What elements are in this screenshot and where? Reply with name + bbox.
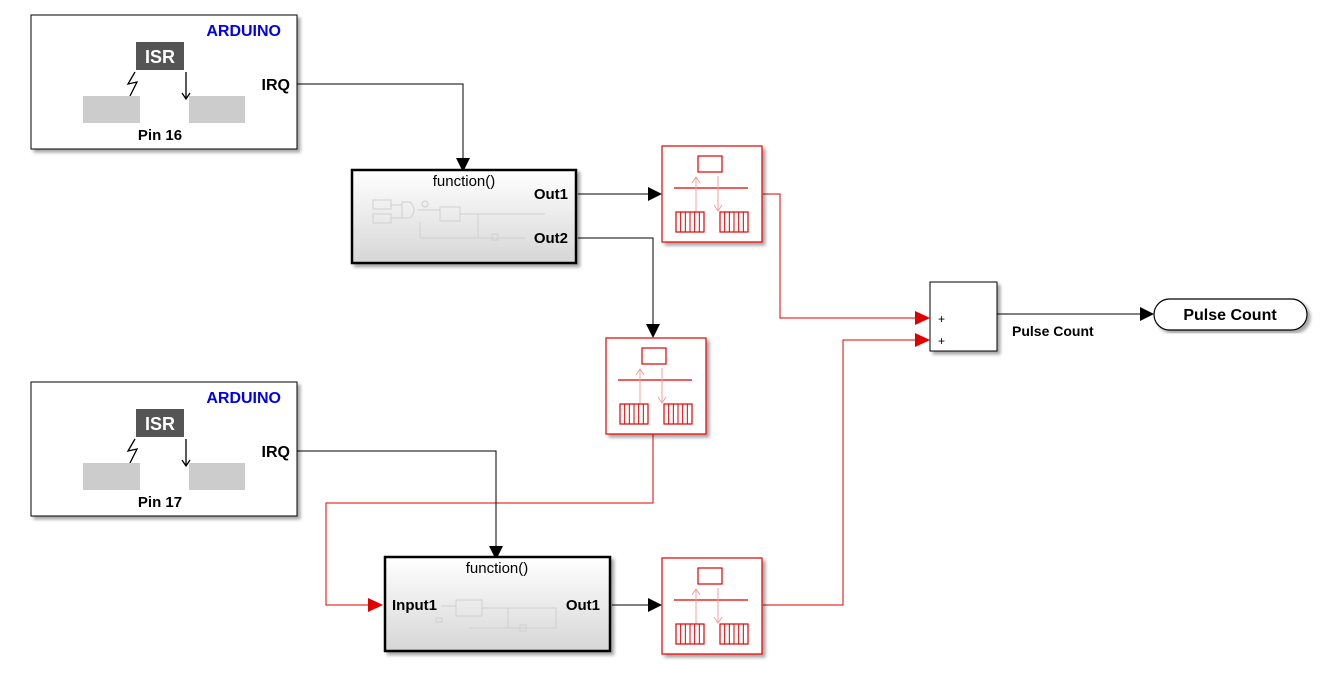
line-fn1-out2-to-rt2[interactable] [578, 237, 654, 326]
line-rt2-to-input1[interactable] [325, 427, 654, 606]
arrowhead-rt3-in [648, 598, 662, 612]
irq-port-label: IRQ [262, 77, 290, 94]
isr-label: ISR [145, 47, 175, 67]
pin-pad-left [83, 96, 140, 123]
isr-badge: ISR [136, 42, 184, 70]
sum-block[interactable]: + + [929, 281, 998, 352]
lightning-icon [126, 71, 139, 97]
pin-pad-right [189, 96, 245, 123]
signal-label[interactable]: Pulse Count [1012, 323, 1094, 339]
subsystem-title: function() [433, 173, 496, 190]
isr-label: ISR [145, 414, 175, 434]
subsystem-preview-thumbnail [372, 199, 545, 241]
arduino-interrupt-block-pin16[interactable]: ARDUINO ISR Pin 16 IRQ [30, 14, 298, 150]
subsystem-preview-thumbnail [435, 599, 557, 632]
subsystem-title: function() [466, 560, 529, 577]
irq-port-label: IRQ [262, 444, 290, 461]
arrowhead-outport [1140, 307, 1154, 321]
output-port-label: Out1 [534, 186, 568, 203]
arrowhead-fn1-trigger [456, 158, 470, 172]
outport-label: Pulse Count [1183, 307, 1277, 324]
rate-transition-block-2[interactable] [605, 337, 707, 435]
arrowhead-input1 [368, 598, 383, 612]
arduino-interrupt-block-pin17[interactable]: ARDUINO ISR Pin 17 IRQ [30, 381, 298, 517]
rate-transition-block-1[interactable] [661, 145, 763, 243]
vendor-label: ARDUINO [206, 23, 281, 40]
line-rt3-to-sum[interactable] [763, 339, 917, 606]
arrowhead-fn2-trigger [489, 546, 503, 560]
function-call-subsystem-2[interactable]: function() Input1 Out1 [383, 555, 612, 653]
input-port-label: Input1 [392, 597, 437, 614]
arrow-down-icon [181, 72, 191, 101]
arrow-down-icon [181, 439, 191, 468]
pin-label: Pin 17 [138, 494, 182, 511]
isr-badge: ISR [136, 409, 184, 437]
outport-block[interactable]: Pulse Count [1153, 298, 1308, 331]
line-rt1-to-sum[interactable] [763, 193, 917, 319]
sum-sign-1: + [938, 312, 945, 326]
line-irq17-to-function2[interactable] [297, 450, 497, 548]
signal-lines [297, 83, 1140, 606]
line-irq16-to-function1[interactable] [297, 83, 464, 160]
arrowhead-sum-in2 [915, 333, 930, 347]
lightning-icon [126, 438, 139, 464]
arrowhead-rt2-in [646, 324, 660, 338]
pin-pad-right [189, 463, 245, 490]
sum-sign-2: + [938, 334, 945, 348]
arrowhead-sum-in1 [915, 311, 930, 325]
rate-transition-blocks [605, 145, 763, 655]
arrowhead-rt1-in [648, 187, 662, 201]
vendor-label: ARDUINO [206, 390, 281, 407]
arrowheads [368, 158, 1154, 612]
function-call-subsystem-1[interactable]: function() Out1 Out2 [350, 168, 578, 265]
pin-pad-left [83, 463, 140, 490]
output-port-label: Out2 [534, 230, 568, 247]
output-port-label: Out1 [566, 597, 600, 614]
rate-transition-block-3[interactable] [661, 557, 763, 655]
pin-label: Pin 16 [138, 127, 182, 144]
